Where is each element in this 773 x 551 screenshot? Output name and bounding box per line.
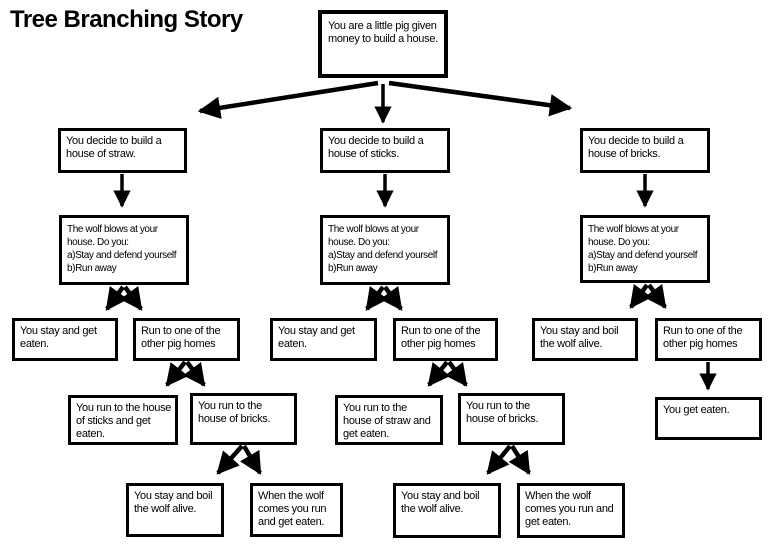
edge-straw-bricks-stay: [216, 444, 244, 475]
node-root: You are a little pig given money to buil…: [318, 10, 448, 78]
node-sticks-run: Run to one of the other pig homes: [393, 318, 498, 361]
page-title: Tree Branching Story: [10, 6, 243, 33]
edge-root-bricks: [388, 80, 573, 117]
node-straw-run: Run to one of the other pig homes: [133, 318, 240, 361]
node-straw-bricks-stay: You stay and boil the wolf alive.: [126, 483, 224, 537]
node-bricks-wolf: The wolf blows at your house. Do you: a)…: [580, 215, 710, 283]
edge-straw-run-sticks: [165, 360, 189, 387]
node-straw-run-sticks: You run to the house of sticks and get e…: [68, 395, 178, 445]
node-sticks-stay: You stay and get eaten.: [270, 318, 377, 361]
edge-root-straw: [197, 80, 379, 119]
node-sticks-wolf: The wolf blows at your house. Do you: a)…: [320, 215, 450, 285]
node-bricks-run: Run to one of the other pig homes: [655, 318, 762, 361]
node-sticks-bricks-stay: You stay and boil the wolf alive.: [393, 483, 501, 538]
node-sticks-run-straw: You run to the house of straw and get ea…: [335, 395, 443, 445]
edge-sticks-wolf-run: [379, 285, 403, 311]
edge-sticks-run-bricks: [444, 360, 468, 387]
edge-straw-wolf-run: [119, 285, 143, 311]
edge-straw-run-bricks: [182, 360, 206, 387]
node-straw-stay: You stay and get eaten.: [12, 318, 118, 361]
node-sticks-run-bricks: You run to the house of bricks.: [458, 393, 565, 445]
node-sticks-decide: You decide to build a house of sticks.: [320, 128, 450, 173]
node-bricks-eaten: You get eaten.: [655, 397, 762, 440]
edge-sticks-bricks-stay: [486, 444, 512, 475]
node-bricks-stay: You stay and boil the wolf alive.: [532, 318, 638, 361]
edge-sticks-bricks-run: [508, 444, 531, 475]
edge-straw-bricks-run: [239, 444, 262, 475]
edge-sticks-run-straw: [427, 360, 451, 387]
edge-bricks-wolf-run: [643, 283, 667, 309]
node-bricks-decide: You decide to build a house of bricks.: [580, 128, 710, 173]
node-straw-decide: You decide to build a house of straw.: [58, 128, 187, 173]
node-straw-wolf: The wolf blows at your house. Do you: a)…: [59, 215, 189, 285]
node-straw-run-bricks: You run to the house of bricks.: [190, 393, 297, 445]
node-sticks-bricks-run: When the wolf comes you run and get eate…: [517, 483, 625, 538]
edge-bricks-wolf-stay: [629, 283, 653, 309]
edge-sticks-wolf-stay: [365, 285, 389, 311]
edge-straw-wolf-stay: [105, 285, 129, 311]
node-straw-bricks-run: When the wolf comes you run and get eate…: [250, 483, 343, 537]
